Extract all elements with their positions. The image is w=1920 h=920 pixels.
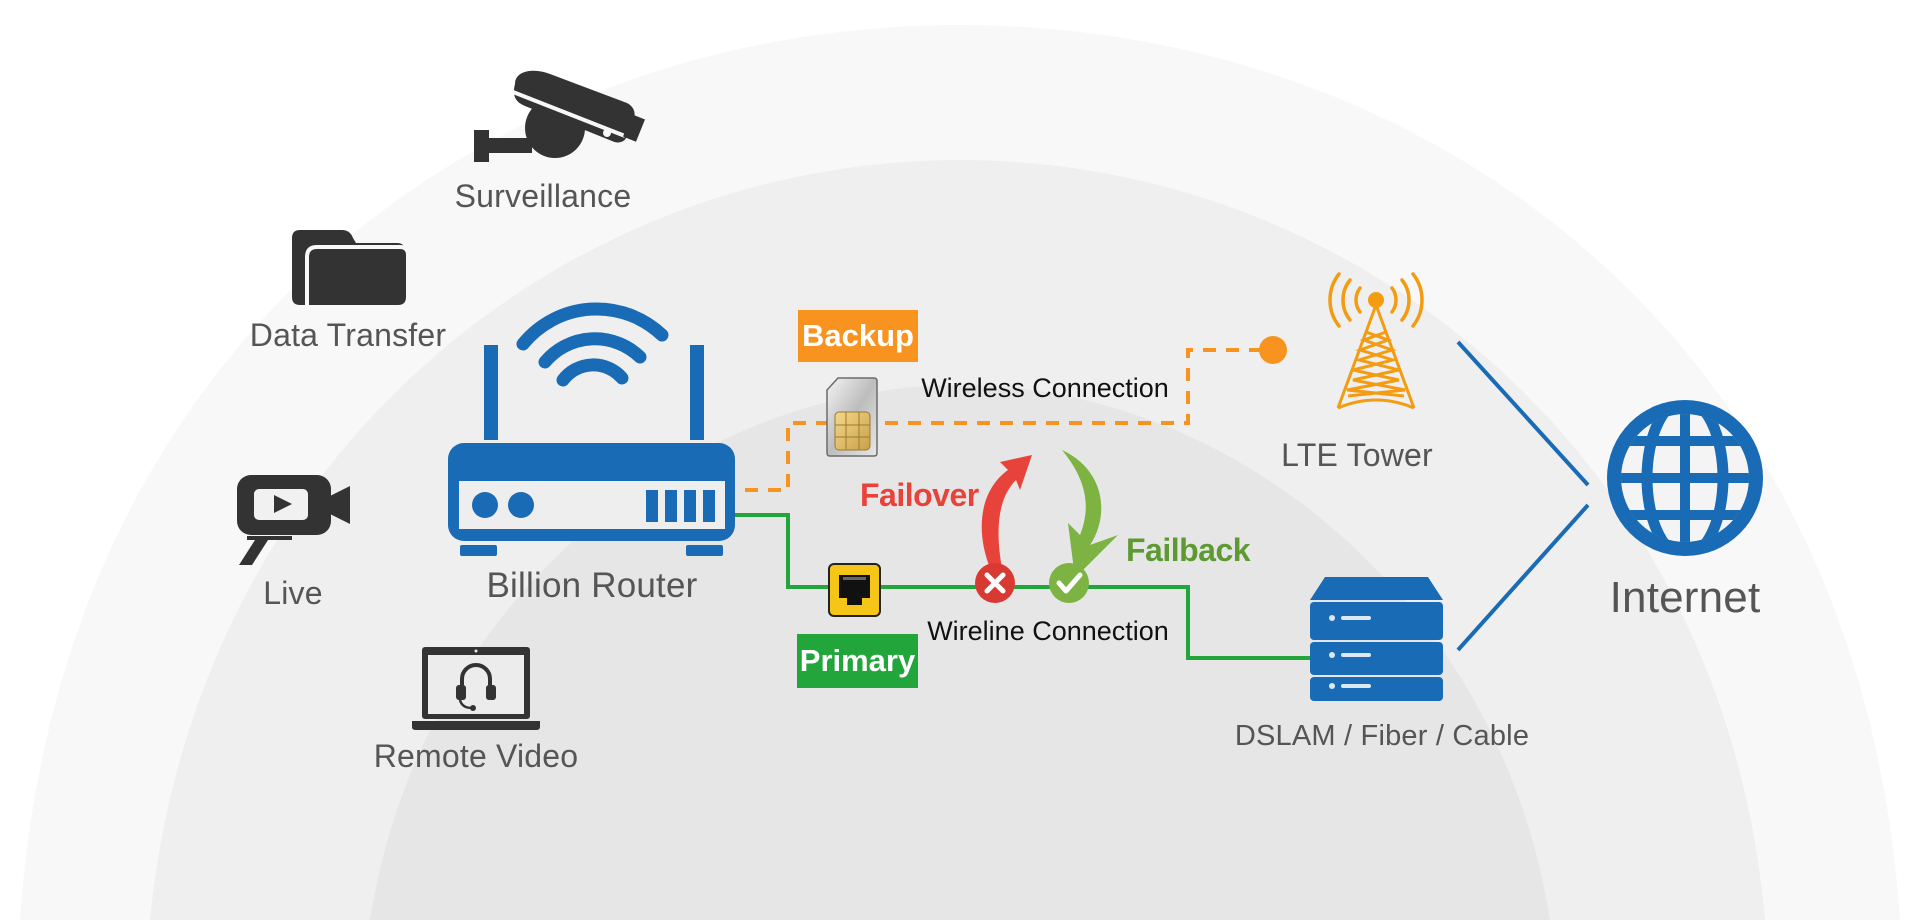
video-camera-icon bbox=[237, 475, 350, 565]
label-router: Billion Router bbox=[486, 566, 698, 605]
error-x-icon bbox=[975, 563, 1015, 603]
primary-badge: Primary bbox=[797, 634, 918, 688]
sim-card-icon bbox=[826, 377, 878, 457]
wireless-endpoint-dot bbox=[1259, 336, 1287, 364]
label-wireline-connection: Wireline Connection bbox=[927, 616, 1169, 646]
backup-badge: Backup bbox=[798, 310, 918, 362]
security-camera-icon bbox=[474, 70, 645, 162]
wifi-router-icon bbox=[448, 302, 735, 556]
lte-to-internet-link bbox=[1456, 340, 1590, 487]
laptop-headset-icon bbox=[412, 647, 540, 730]
server-stack-icon bbox=[1310, 577, 1443, 701]
label-failover: Failover bbox=[860, 477, 979, 513]
label-lte-tower: LTE Tower bbox=[1281, 437, 1433, 473]
wireless-connection-line bbox=[745, 348, 1265, 492]
label-surveillance: Surveillance bbox=[454, 178, 632, 214]
dslam-to-internet-link bbox=[1456, 503, 1590, 652]
failback-arrow bbox=[1062, 450, 1118, 578]
cell-tower-icon bbox=[1328, 272, 1424, 410]
globe-icon bbox=[1607, 400, 1763, 556]
label-data-transfer: Data Transfer bbox=[249, 317, 447, 353]
success-check-icon bbox=[1049, 563, 1089, 603]
label-remote-video: Remote Video bbox=[373, 738, 579, 774]
failover-arrow bbox=[981, 455, 1032, 568]
folder-icon bbox=[292, 230, 410, 309]
label-wireless-connection: Wireless Connection bbox=[921, 373, 1169, 403]
label-internet: Internet bbox=[1609, 573, 1761, 622]
label-failback: Failback bbox=[1126, 532, 1251, 568]
ethernet-port-icon bbox=[828, 563, 881, 617]
label-live: Live bbox=[263, 575, 323, 611]
label-dslam: DSLAM / Fiber / Cable bbox=[1234, 720, 1530, 752]
